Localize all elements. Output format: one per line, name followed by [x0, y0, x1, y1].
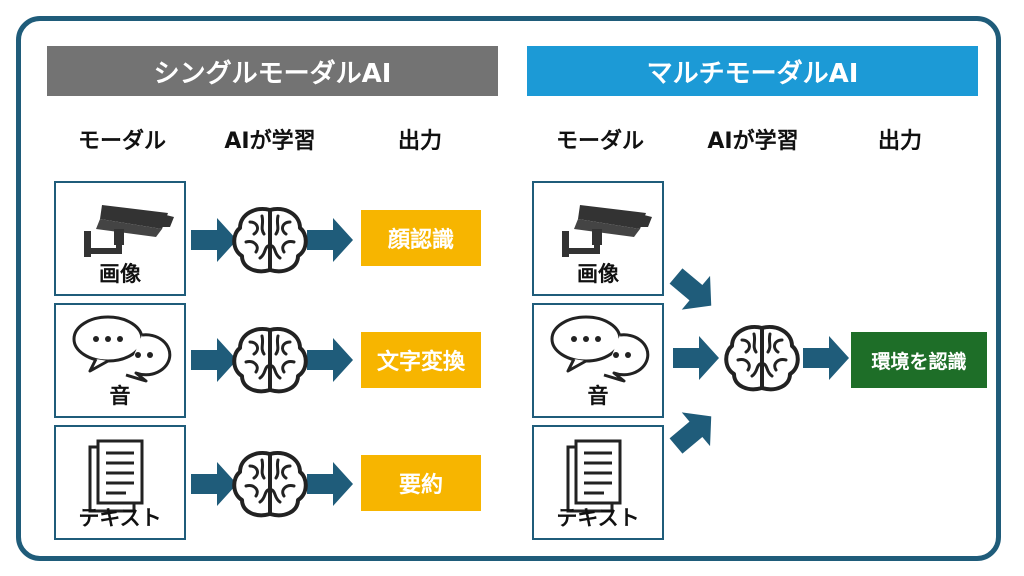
single-output-transcription-label: 文字変換	[376, 350, 465, 375]
multi-header-modal: モーダル	[555, 129, 644, 154]
single-header-ai: AIが学習	[224, 129, 316, 154]
multi-input-text-label: テキスト	[556, 506, 640, 530]
speech-bubbles-icon	[72, 315, 172, 383]
brain-icon	[232, 326, 308, 394]
multi-input-sound-label: 音	[587, 384, 609, 408]
multi-modal-title: マルチモーダルAI	[646, 58, 859, 89]
multi-header-output: 出力	[877, 129, 922, 154]
single-input-sound: 音	[54, 303, 186, 418]
single-output-face-recognition: 顔認識	[361, 210, 481, 266]
brain-icon	[232, 206, 308, 274]
multi-modal-banner: マルチモーダルAI	[527, 46, 978, 96]
single-header-modal: モーダル	[77, 129, 166, 154]
single-input-text: テキスト	[54, 425, 186, 540]
single-output-summary: 要約	[361, 455, 481, 511]
speech-bubbles-icon	[550, 315, 650, 383]
camera-icon	[562, 205, 652, 257]
single-header-output: 出力	[397, 129, 442, 154]
multi-input-image: 画像	[532, 181, 664, 296]
multi-output-environment: 環境を認識	[851, 332, 987, 388]
single-modal-title: シングルモーダルAI	[153, 58, 392, 89]
single-input-image: 画像	[54, 181, 186, 296]
arrow-right-icon	[307, 218, 353, 262]
single-input-text-label: テキスト	[78, 506, 162, 530]
arrow-right-icon	[307, 462, 353, 506]
arrow-right-icon	[191, 218, 237, 262]
single-input-sound-label: 音	[109, 384, 131, 408]
arrow-right-icon	[191, 462, 237, 506]
camera-icon	[84, 205, 174, 257]
brain-icon	[724, 324, 800, 392]
document-icon	[88, 439, 144, 513]
arrow-diagonal-up-icon	[661, 399, 726, 463]
multi-output-environment-label: 環境を認識	[871, 350, 967, 373]
arrow-right-icon	[191, 338, 237, 382]
multi-input-text: テキスト	[532, 425, 664, 540]
brain-icon	[232, 450, 308, 518]
single-input-image-label: 画像	[99, 262, 141, 286]
document-icon	[566, 439, 622, 513]
arrow-right-icon	[307, 338, 353, 382]
single-output-transcription: 文字変換	[361, 332, 481, 388]
arrow-diagonal-down-icon	[661, 259, 726, 323]
multi-header-ai: AIが学習	[707, 129, 799, 154]
arrow-right-icon	[673, 336, 719, 380]
single-output-summary-label: 要約	[398, 473, 443, 498]
multi-input-sound: 音	[532, 303, 664, 418]
multi-input-image-label: 画像	[577, 262, 619, 286]
single-modal-banner: シングルモーダルAI	[47, 46, 498, 96]
single-output-face-recognition-label: 顔認識	[387, 228, 454, 253]
arrow-right-icon	[803, 336, 849, 380]
